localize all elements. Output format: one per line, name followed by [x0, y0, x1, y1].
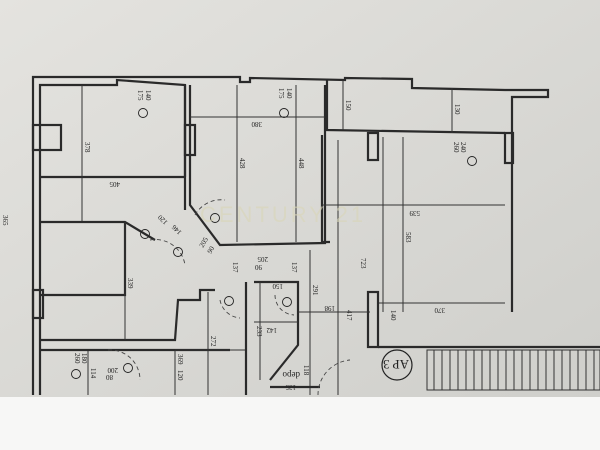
bath-a: 291: [311, 285, 319, 296]
lower-room: 339: [126, 278, 134, 289]
window-height: 260: [73, 353, 81, 364]
apartment-label: AP 3: [383, 357, 409, 372]
hall-small: 120: [176, 370, 184, 381]
pillar-dim: 140: [389, 310, 397, 321]
door-tags: [71, 108, 477, 379]
corridor-mid: 417: [345, 310, 353, 321]
bath-width: 150: [272, 282, 283, 290]
door-tag-circle: [279, 108, 289, 118]
living-depth: 583: [404, 232, 412, 243]
room1-sill: 140: [144, 90, 152, 101]
door-c-width: 90: [255, 263, 263, 271]
walls: [31, 75, 600, 396]
paper-background: [0, 0, 600, 397]
room2-depth-outer: 448: [297, 158, 305, 169]
door-tag-circle: [138, 108, 148, 118]
bottom-margin: [0, 397, 600, 450]
living-lower-width: 370: [434, 306, 445, 314]
bath-b: 198: [324, 304, 335, 312]
diag-door-d: 90: [206, 245, 217, 255]
small-room: 114: [89, 368, 97, 379]
room2-sill: 140: [285, 88, 293, 99]
corridor-long: 723: [359, 258, 367, 269]
depo-label: depo: [282, 370, 300, 380]
depo-width: 135: [285, 383, 296, 391]
door-tag-circle: [140, 229, 150, 239]
entry-width: 80: [106, 373, 114, 381]
room1-depth: 378: [83, 142, 91, 153]
door-c-height: 205: [257, 255, 268, 263]
hall-depth: 272: [209, 336, 217, 347]
bath-depth: 233: [255, 326, 263, 337]
room1-width: 405: [109, 180, 120, 188]
balcony-a: 150: [344, 100, 352, 111]
living-sill: 240: [459, 142, 467, 153]
door-b: 137: [290, 262, 298, 273]
entry-height: 200: [107, 366, 118, 374]
depo-depth: 118: [302, 365, 310, 376]
door-tag-circle: [123, 363, 133, 373]
door-tag-circle: [173, 247, 183, 257]
door-tag-circle: [71, 369, 81, 379]
room1-height: 175: [136, 90, 144, 101]
door-tag-circle: [210, 213, 220, 223]
living-width: 539: [409, 209, 420, 217]
door-tag-circle: [282, 297, 292, 307]
hall-width: 369: [176, 354, 184, 365]
apartment-tag: AP 3: [381, 349, 413, 381]
door-tag-circle: [467, 156, 477, 166]
balcony-b: 130: [453, 104, 461, 115]
bath-inner: 142: [266, 326, 277, 334]
room2-depth: 428: [238, 158, 246, 169]
room2-width: 380: [251, 120, 262, 128]
living-height: 260: [452, 142, 460, 153]
room2-height: 175: [277, 88, 285, 99]
century21-watermark: CENTURY 21: [200, 202, 366, 227]
door-a: 137: [231, 262, 239, 273]
left-edge-dim: 365: [1, 215, 9, 226]
window-sill: 180: [80, 353, 88, 364]
door-tag-circle: [224, 296, 234, 306]
